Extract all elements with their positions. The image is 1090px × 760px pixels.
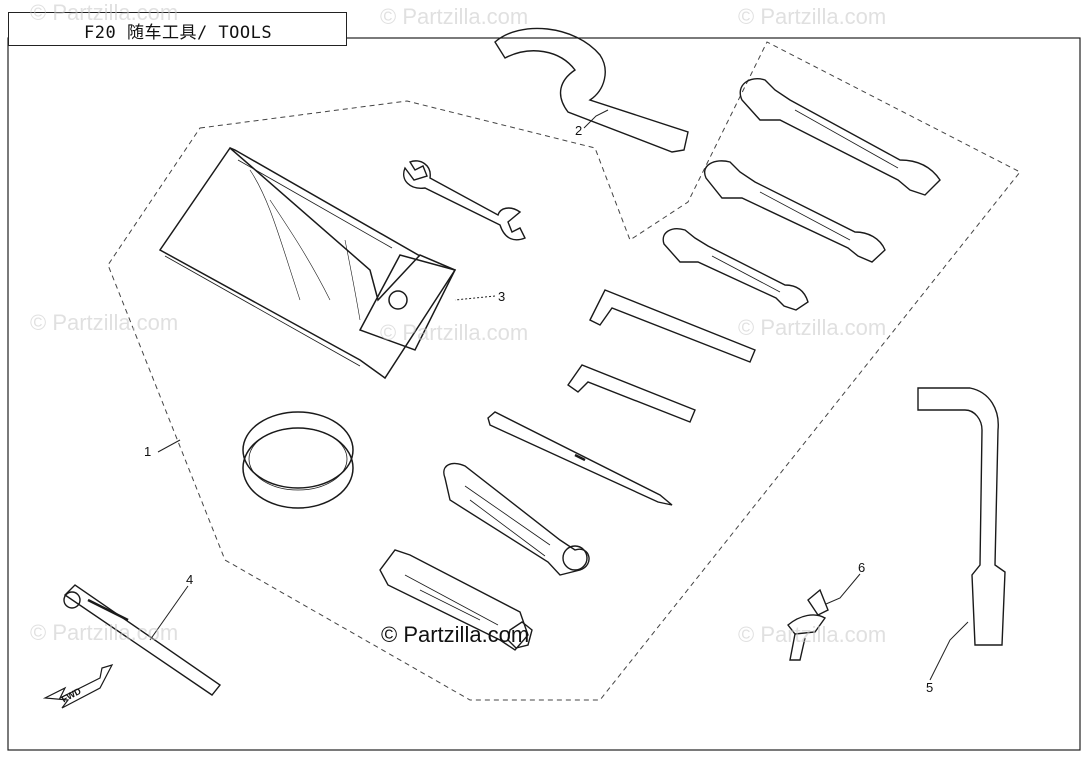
tommy-bar <box>63 584 222 696</box>
watermark: © Partzilla.com <box>380 4 529 29</box>
watermark: © Partzilla.com <box>738 4 887 29</box>
callout-4: 4 <box>186 572 193 587</box>
hook-spanner <box>494 27 689 153</box>
o-ring <box>242 411 354 509</box>
hex-keys <box>567 289 756 423</box>
outer-border <box>7 37 1081 751</box>
watermark: © Partzilla.com <box>30 310 179 335</box>
callout-2: 2 <box>575 123 582 138</box>
small-wrench <box>403 160 526 241</box>
screwdriver-bit <box>487 411 673 506</box>
watermark: © Partzilla.com <box>380 320 529 345</box>
callout-leaders <box>149 109 969 681</box>
callout-3: 3 <box>498 289 505 304</box>
callout-1: 1 <box>144 444 151 459</box>
watermark: © Partzilla.com <box>30 620 179 645</box>
callout-6: 6 <box>858 560 865 575</box>
l-socket-wrench <box>917 387 1006 646</box>
fastener-clip <box>787 588 829 661</box>
box-spanner <box>379 549 533 651</box>
double-wrenches <box>662 78 941 311</box>
watermark: © Partzilla.com <box>30 0 179 25</box>
screwdriver-handle <box>443 462 590 576</box>
watermark: © Partzilla.com <box>738 315 887 340</box>
callout-5: 5 <box>926 680 933 695</box>
page-title: F20 随车工具/ TOOLS <box>84 23 273 43</box>
title-box <box>8 12 347 46</box>
watermark: © Partzilla.com <box>738 622 887 647</box>
tool-pouch <box>158 146 457 380</box>
watermark-center: © Partzilla.com <box>381 622 530 647</box>
kit-boundary <box>107 41 1021 701</box>
fwd-arrow-icon <box>42 664 114 709</box>
